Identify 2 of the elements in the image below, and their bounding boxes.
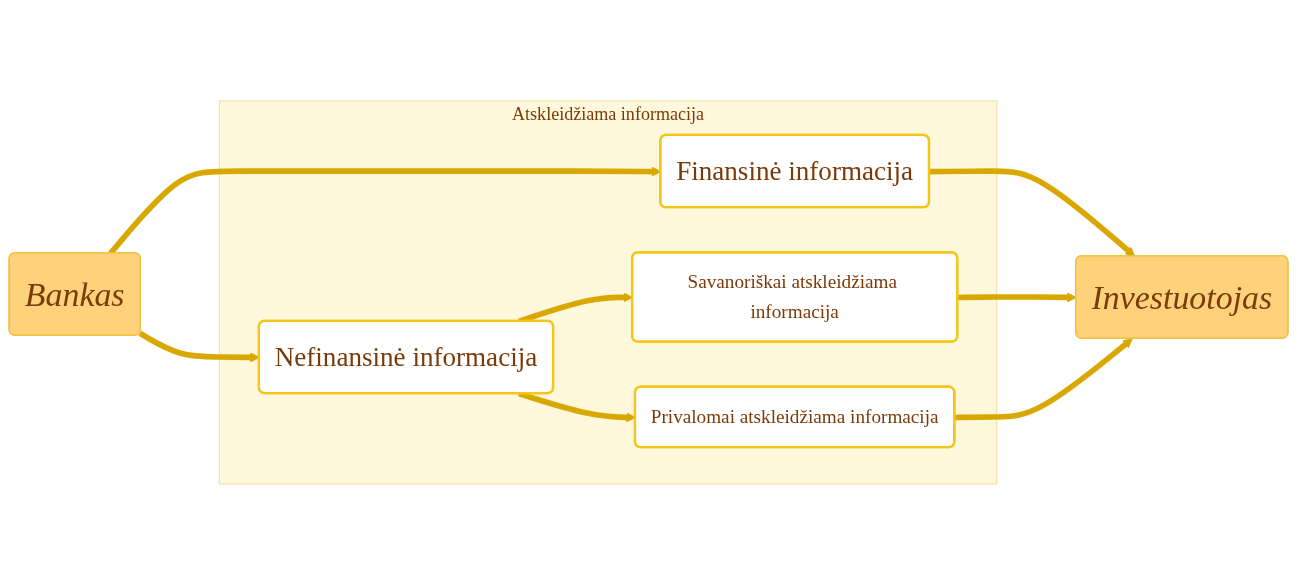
arrow xyxy=(929,168,1136,257)
arrow xyxy=(954,338,1133,421)
